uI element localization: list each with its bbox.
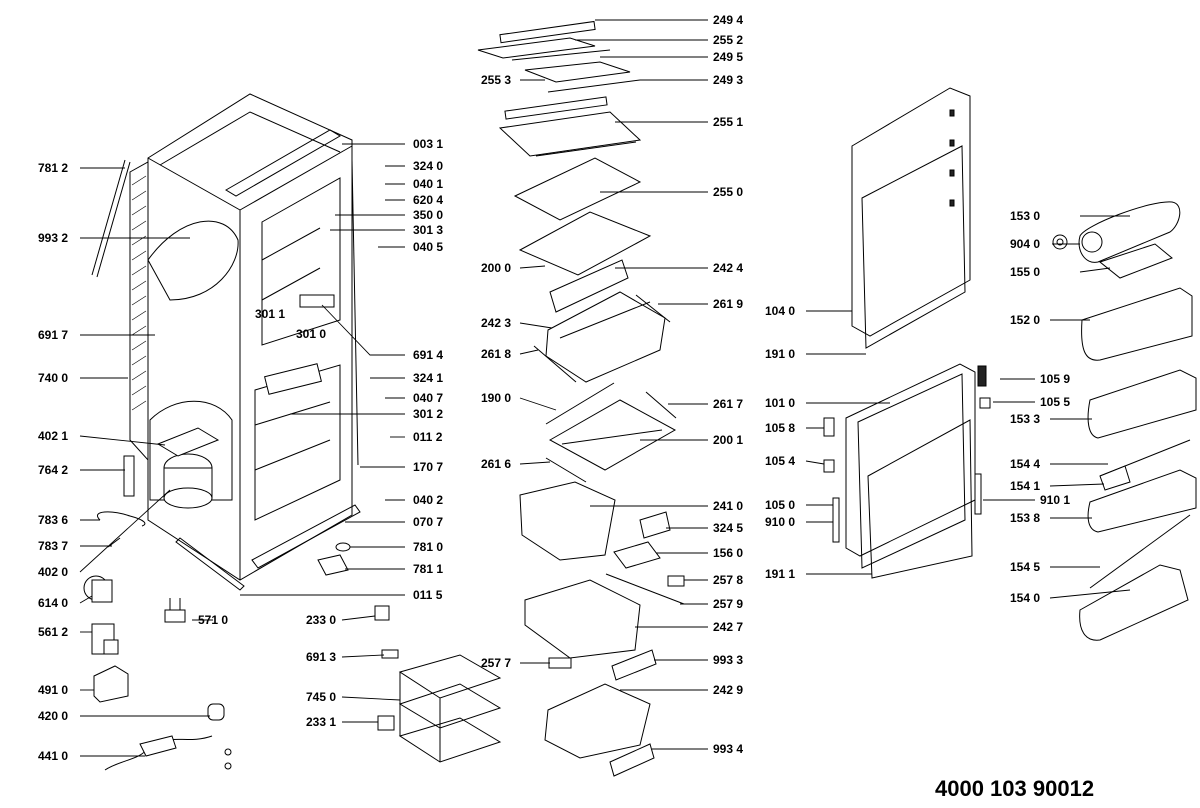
label-101-0: 101 0 xyxy=(765,396,795,410)
label-257-8: 257 8 xyxy=(713,573,743,587)
label-105-9: 105 9 xyxy=(1040,372,1070,386)
label-764-2: 764 2 xyxy=(38,463,68,477)
label-170-7: 170 7 xyxy=(413,460,443,474)
label-241-0: 241 0 xyxy=(713,499,743,513)
label-156-0: 156 0 xyxy=(713,546,743,560)
label-105-4: 105 4 xyxy=(765,454,795,468)
label-242-4: 242 4 xyxy=(713,261,743,275)
label-154-1: 154 1 xyxy=(1010,479,1040,493)
label-011-5: 011 5 xyxy=(413,588,443,602)
label-191-1: 191 1 xyxy=(765,567,795,581)
label-153-0: 153 0 xyxy=(1010,209,1040,223)
label-781-2: 781 2 xyxy=(38,161,68,175)
label-249-5: 249 5 xyxy=(713,50,743,64)
label-740-0: 740 0 xyxy=(38,371,68,385)
label-301-0: 301 0 xyxy=(296,327,326,341)
label-261-7: 261 7 xyxy=(713,397,743,411)
label-993-4: 993 4 xyxy=(713,742,743,756)
label-324-1: 324 1 xyxy=(413,371,443,385)
label-691-7: 691 7 xyxy=(38,328,68,342)
label-153-3: 153 3 xyxy=(1010,412,1040,426)
label-104-0: 104 0 xyxy=(765,304,795,318)
label-441-0: 441 0 xyxy=(38,749,68,763)
small-parts-left xyxy=(83,511,232,771)
label-781-1: 781 1 xyxy=(413,562,443,576)
label-040-1: 040 1 xyxy=(413,177,443,191)
label-255-0: 255 0 xyxy=(713,185,743,199)
label-242-3: 242 3 xyxy=(481,316,511,330)
label-420-0: 420 0 xyxy=(38,709,68,723)
label-261-9: 261 9 xyxy=(713,297,743,311)
label-011-2: 011 2 xyxy=(413,430,443,444)
part-labels: 781 2 993 2 691 7 740 0 402 1 764 2 783 … xyxy=(38,13,1094,801)
label-491-0: 491 0 xyxy=(38,683,68,697)
label-324-0: 324 0 xyxy=(413,159,443,173)
label-200-1: 200 1 xyxy=(713,433,743,447)
label-040-5: 040 5 xyxy=(413,240,443,254)
label-200-0: 200 0 xyxy=(481,261,511,275)
label-904-0: 904 0 xyxy=(1010,237,1040,251)
label-155-0: 155 0 xyxy=(1010,265,1040,279)
label-040-7: 040 7 xyxy=(413,391,443,405)
label-242-7: 242 7 xyxy=(713,620,743,634)
label-040-2: 040 2 xyxy=(413,493,443,507)
label-070-7: 070 7 xyxy=(413,515,443,529)
label-301-1: 301 1 xyxy=(255,307,285,321)
label-249-4: 249 4 xyxy=(713,13,743,27)
cabinet xyxy=(91,93,361,591)
document-number: 4000 103 90012 xyxy=(935,776,1094,801)
label-910-1: 910 1 xyxy=(1040,493,1070,507)
label-249-3: 249 3 xyxy=(713,73,743,87)
label-153-8: 153 8 xyxy=(1010,511,1040,525)
label-105-5: 105 5 xyxy=(1040,395,1070,409)
label-301-3: 301 3 xyxy=(413,223,443,237)
label-783-7: 783 7 xyxy=(38,539,68,553)
label-152-0: 152 0 xyxy=(1010,313,1040,327)
label-255-2: 255 2 xyxy=(713,33,743,47)
label-614-0: 614 0 xyxy=(38,596,68,610)
label-571-0: 571 0 xyxy=(198,613,228,627)
leader-lines xyxy=(79,19,1131,757)
label-105-8: 105 8 xyxy=(765,421,795,435)
label-154-0: 154 0 xyxy=(1010,591,1040,605)
label-783-6: 783 6 xyxy=(38,513,68,527)
label-191-0: 191 0 xyxy=(765,347,795,361)
label-402-0: 402 0 xyxy=(38,565,68,579)
label-350-0: 350 0 xyxy=(413,208,443,222)
label-242-9: 242 9 xyxy=(713,683,743,697)
label-324-5: 324 5 xyxy=(713,521,743,535)
label-261-8: 261 8 xyxy=(481,347,511,361)
label-105-0: 105 0 xyxy=(765,498,795,512)
label-257-7: 257 7 xyxy=(481,656,511,670)
label-261-6: 261 6 xyxy=(481,457,511,471)
label-691-3: 691 3 xyxy=(306,650,336,664)
label-233-1: 233 1 xyxy=(306,715,336,729)
label-154-4: 154 4 xyxy=(1010,457,1040,471)
shelves-and-drawers xyxy=(317,20,685,777)
label-190-0: 190 0 xyxy=(481,391,511,405)
label-910-0: 910 0 xyxy=(765,515,795,529)
label-993-2: 993 2 xyxy=(38,231,68,245)
label-620-4: 620 4 xyxy=(413,193,443,207)
label-745-0: 745 0 xyxy=(306,690,336,704)
label-255-1: 255 1 xyxy=(713,115,743,129)
label-003-1: 003 1 xyxy=(413,137,443,151)
label-561-2: 561 2 xyxy=(38,625,68,639)
label-255-3: 255 3 xyxy=(481,73,511,87)
label-154-5: 154 5 xyxy=(1010,560,1040,574)
label-781-0: 781 0 xyxy=(413,540,443,554)
label-691-4: 691 4 xyxy=(413,348,443,362)
label-993-3: 993 3 xyxy=(713,653,743,667)
label-233-0: 233 0 xyxy=(306,613,336,627)
label-402-1: 402 1 xyxy=(38,429,68,443)
label-257-9: 257 9 xyxy=(713,597,743,611)
door-shelves xyxy=(1052,201,1197,641)
doors xyxy=(823,87,991,579)
label-301-2: 301 2 xyxy=(413,407,443,421)
